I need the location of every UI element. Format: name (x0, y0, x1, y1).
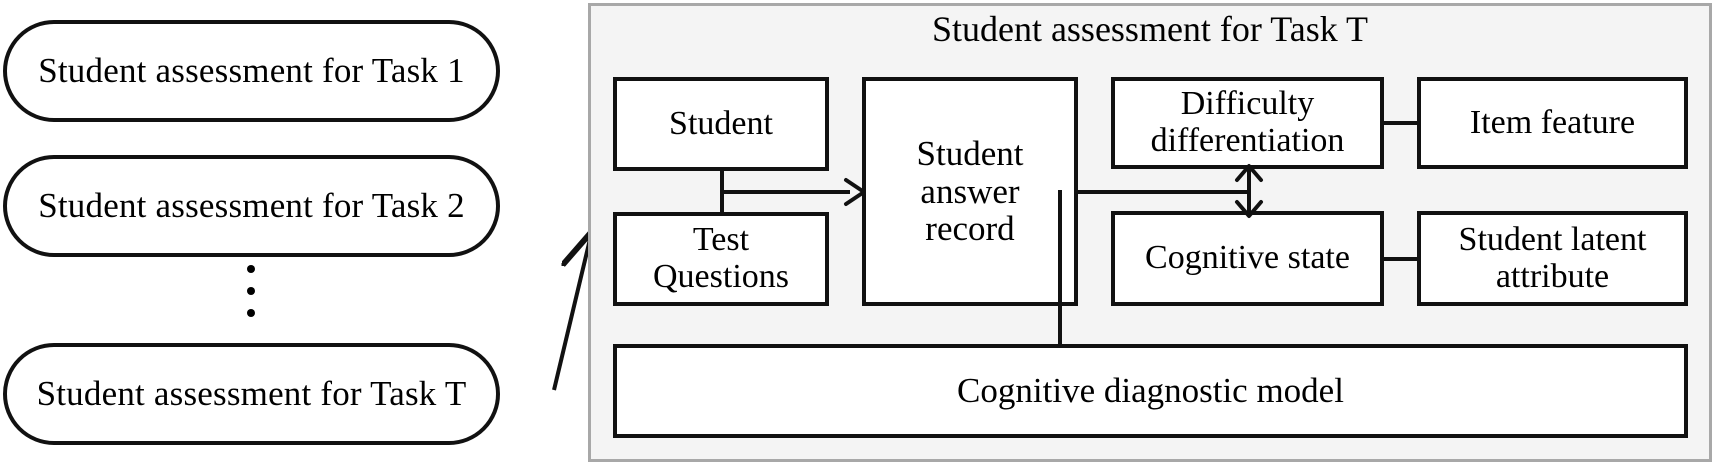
node-student-latent-attribute: Student latent attribute (1417, 211, 1688, 306)
node-difficulty-differentiation: Difficulty differentiation (1111, 77, 1384, 169)
task-pill-2-label: Student assessment for Task 2 (38, 185, 465, 225)
connector-inputs-to-record (720, 190, 850, 194)
connector-record-to-model (1058, 190, 1062, 346)
task-pill-1-label: Student assessment for Task 1 (38, 50, 465, 90)
difficulty-line1: Difficulty (1180, 85, 1315, 123)
node-cognitive-state-label: Cognitive state (1145, 239, 1350, 277)
node-test-questions-line2: Questions (653, 258, 789, 295)
node-cognitive-state: Cognitive state (1111, 211, 1384, 306)
node-test-questions-line1: Test (692, 221, 750, 259)
connector-student-stub (720, 168, 724, 192)
record-line2: answer (920, 171, 1020, 211)
task-pill-t-label: Student assessment for Task T (36, 373, 467, 413)
ellipsis-dot (247, 309, 255, 317)
task-pill-2: Student assessment for Task 2 (3, 155, 500, 257)
latent-line1: Student latent (1458, 220, 1647, 258)
node-student-label: Student (669, 104, 773, 142)
difficulty-line2: differentiation (1150, 122, 1345, 159)
connector-questions-stub (720, 192, 724, 216)
connector-difficulty-to-item-feature (1380, 121, 1420, 125)
node-cognitive-diagnostic-model: Cognitive diagnostic model (613, 344, 1688, 438)
node-item-feature: Item feature (1417, 77, 1688, 169)
latent-line2: attribute (1495, 257, 1610, 295)
node-test-questions: Test Questions (613, 212, 829, 306)
node-test-questions-label: Test Questions (647, 221, 795, 295)
node-student-latent-attribute-label: Student latent attribute (1453, 220, 1653, 295)
panel-title: Student assessment for Task T (931, 9, 1369, 49)
record-line3: record (925, 209, 1015, 249)
node-item-feature-label: Item feature (1469, 103, 1636, 141)
task-pill-1: Student assessment for Task 1 (3, 20, 500, 122)
ellipsis-dot (247, 265, 255, 273)
connector-record-to-cluster (1076, 190, 1248, 194)
vertical-ellipsis-icon (247, 265, 255, 317)
node-student-answer-record-label: Student answer record (911, 133, 1030, 249)
task-pill-t: Student assessment for Task T (3, 343, 500, 445)
record-line1: Student (916, 133, 1024, 173)
ellipsis-dot (247, 287, 255, 295)
connector-cognitive-to-latent (1380, 257, 1420, 261)
node-cognitive-diagnostic-model-label: Cognitive diagnostic model (957, 371, 1344, 411)
node-difficulty-differentiation-label: Difficulty differentiation (1145, 85, 1351, 159)
node-student-answer-record: Student answer record (862, 77, 1078, 306)
node-student: Student (613, 77, 829, 171)
